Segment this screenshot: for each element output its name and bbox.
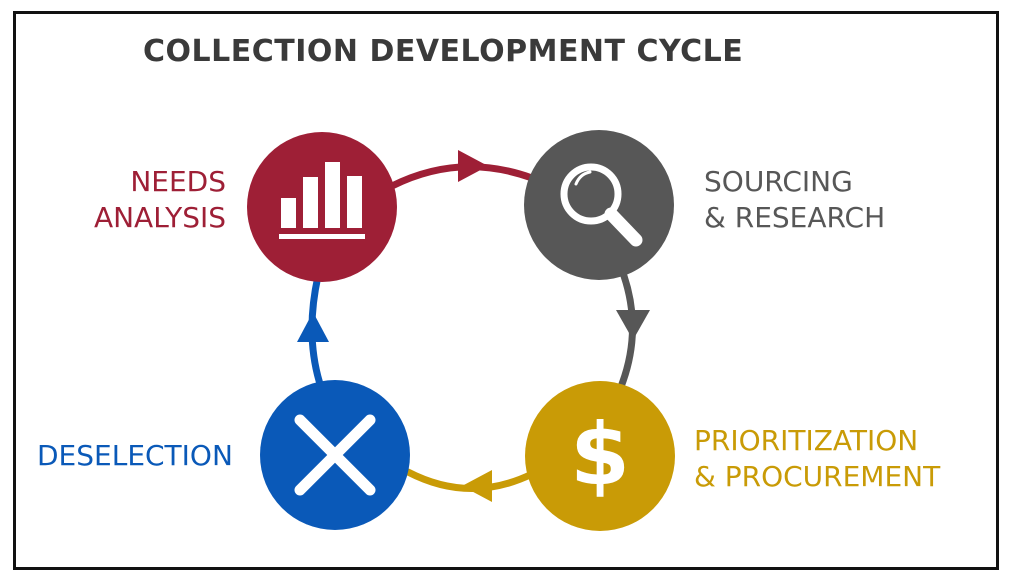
label-needs-analysis: NEEDS ANALYSIS xyxy=(94,164,226,236)
magnifier-icon xyxy=(560,163,643,247)
x-icon xyxy=(294,414,376,496)
diagram-frame xyxy=(13,11,999,570)
label-line: & PROCUREMENT xyxy=(694,460,941,493)
label-line: NEEDS xyxy=(130,165,226,198)
arrow-desel-to-needs xyxy=(297,312,329,342)
label-deselection: DESELECTION xyxy=(37,438,233,474)
stage-prioritization-procurement: $ xyxy=(525,381,675,531)
label-sourcing-research: SOURCING & RESEARCH xyxy=(704,164,885,236)
stage-deselection xyxy=(260,380,410,530)
diagram-title: COLLECTION DEVELOPMENT CYCLE xyxy=(143,34,744,69)
stage-sourcing-research xyxy=(524,130,674,280)
label-line: ANALYSIS xyxy=(93,201,226,234)
label-prioritization-procurement: PRIORITIZATION & PROCUREMENT xyxy=(694,423,940,495)
arrow-sourcing-to-prior xyxy=(616,310,650,340)
label-line: SOURCING xyxy=(704,165,853,198)
label-line: & RESEARCH xyxy=(704,201,886,234)
stage-needs-analysis xyxy=(247,132,397,282)
arrow-needs-to-sourcing xyxy=(458,150,488,182)
label-line: DESELECTION xyxy=(37,439,233,472)
dollar-icon: $ xyxy=(570,405,630,505)
arrow-prior-to-desel xyxy=(462,470,492,502)
bar-chart-icon xyxy=(279,162,365,239)
label-line: PRIORITIZATION xyxy=(694,424,919,457)
